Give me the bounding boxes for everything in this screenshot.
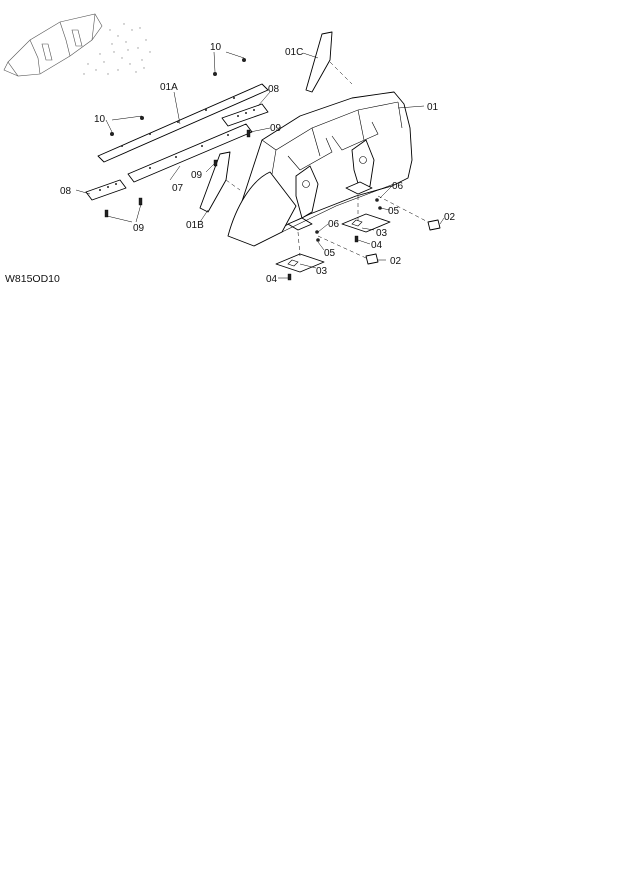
cutting-edge-07-part xyxy=(127,123,253,183)
side-plate-01c-part xyxy=(305,31,333,93)
callout-09-mid: 09 xyxy=(191,170,203,181)
callout-10-left: 10 xyxy=(94,114,106,125)
callout-05-upper: 05 xyxy=(388,206,400,217)
side-plate-01b-part xyxy=(199,151,231,213)
bolt-09-group xyxy=(104,129,251,218)
callout-04-lower: 04 xyxy=(266,274,278,285)
callout-03-upper: 03 xyxy=(376,228,388,239)
callout-08-right: 08 xyxy=(268,84,280,95)
callout-05-lower: 05 xyxy=(324,248,336,259)
callout-02-right: 02 xyxy=(444,212,456,223)
end-bit-08-right-part xyxy=(221,103,269,127)
assembly-lines xyxy=(225,61,429,259)
callout-09-left: 09 xyxy=(133,223,145,234)
end-bit-08-left-part xyxy=(85,179,127,201)
wedge-block-02-lower-part xyxy=(365,253,379,265)
callout-04-upper: 04 xyxy=(371,240,383,251)
callout-07: 07 xyxy=(172,183,184,194)
callout-03-lower: 03 xyxy=(316,266,328,277)
cutting-edge-01a-part xyxy=(97,83,269,163)
callout-01b: 01B xyxy=(186,220,204,231)
callout-01a: 01A xyxy=(160,82,178,93)
callout-10-top: 10 xyxy=(210,42,222,53)
leader-lines xyxy=(75,51,445,279)
callout-06-lower: 06 xyxy=(328,219,340,230)
thumbnail-stipple xyxy=(83,23,151,75)
callout-02-lower: 02 xyxy=(390,256,402,267)
callout-09-right: 09 xyxy=(270,123,282,134)
wear-plate-03-lower-part xyxy=(275,253,325,273)
callout-labels: 01 01A 01B 01C 02 02 03 03 04 04 05 05 0… xyxy=(60,42,456,285)
callout-01c: 01C xyxy=(285,47,303,58)
bucket-body-part xyxy=(227,91,413,247)
reference-thumbnail-view xyxy=(3,13,151,77)
callout-08-left: 08 xyxy=(60,186,72,197)
nut-10-group xyxy=(110,58,246,136)
callout-01: 01 xyxy=(427,102,439,113)
callout-06-upper: 06 xyxy=(392,181,404,192)
drawing-code: W815OD10 xyxy=(5,273,60,285)
wedge-block-02-right-part xyxy=(427,219,441,231)
